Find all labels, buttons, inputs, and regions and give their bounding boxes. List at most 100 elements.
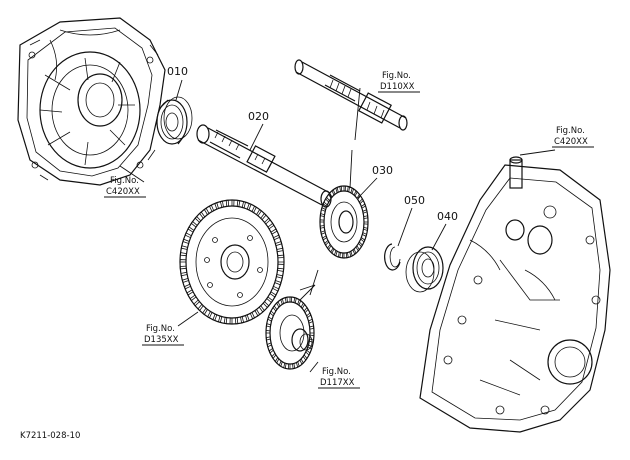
gear-tooth xyxy=(180,245,188,250)
gear-tooth xyxy=(179,259,187,263)
gear-tooth xyxy=(309,338,314,343)
leader-lines xyxy=(119,79,556,373)
fig-ref-label: Fig.No. xyxy=(110,176,139,186)
gear-tooth xyxy=(194,215,202,223)
gear-tooth xyxy=(207,311,213,319)
gear-tooth xyxy=(347,185,351,192)
gear-tooth xyxy=(302,354,308,361)
gear-tooth xyxy=(362,209,368,214)
gear-tooth xyxy=(275,240,283,246)
gear-tooth xyxy=(319,225,325,229)
gear-tooth xyxy=(182,238,190,244)
fig-ref-code: D110XX xyxy=(380,82,415,92)
gear-tooth xyxy=(331,189,336,196)
gear-tooth xyxy=(267,222,275,230)
fig-ref-d135: Fig.No. D135XX xyxy=(142,324,184,346)
fig-ref-label: Fig.No. xyxy=(146,324,175,334)
gear-tooth xyxy=(274,357,280,364)
gear-tooth xyxy=(271,353,277,360)
gear-tooth xyxy=(251,205,257,213)
gear-tooth xyxy=(266,323,271,328)
fig-ref-c420-left: Fig.No. C420XX xyxy=(104,176,146,198)
gear-tooth xyxy=(358,241,363,248)
gear-tooth xyxy=(217,315,223,323)
gear-tooth xyxy=(339,185,343,192)
gear-tooth xyxy=(309,332,315,336)
shaft-020 xyxy=(196,124,332,208)
gear-tooth xyxy=(270,228,278,235)
gear-tooth xyxy=(190,220,198,228)
gear-tooth xyxy=(287,363,291,370)
fig-ref-label: Fig.No. xyxy=(382,71,411,81)
gear-tooth xyxy=(274,280,282,286)
gear-tooth xyxy=(306,312,312,318)
gear-tooth xyxy=(179,265,187,270)
part-number-010: 010 xyxy=(167,65,188,78)
gear-tooth xyxy=(349,250,353,258)
gear-tooth xyxy=(203,207,210,215)
gear-tooth xyxy=(258,305,265,313)
gear-tooth xyxy=(280,298,284,305)
gear-tooth xyxy=(179,252,187,257)
gear-tooth xyxy=(309,325,315,330)
gear-tooth xyxy=(277,267,285,272)
gear-tooth xyxy=(212,313,218,322)
gear-tooth xyxy=(268,348,274,354)
gear-tooth xyxy=(300,302,306,309)
gear-tooth xyxy=(183,283,191,290)
gear-tooth xyxy=(236,199,241,207)
fig-ref-label: Fig.No. xyxy=(322,367,351,377)
gear-tooth xyxy=(278,360,283,367)
gear-tooth xyxy=(363,221,369,225)
fig-ref-d110: Fig.No. D110XX xyxy=(378,71,420,93)
bearing-040 xyxy=(405,246,444,293)
gear-tooth xyxy=(186,289,194,296)
gear-tooth xyxy=(320,207,326,212)
gear-tooth xyxy=(299,358,304,365)
gear-tooth xyxy=(189,294,197,302)
gear-tooth xyxy=(289,296,293,303)
gear-tooth xyxy=(363,227,369,231)
gear-tooth xyxy=(322,235,327,241)
gear-tooth xyxy=(277,261,285,265)
gear-tooth xyxy=(235,317,239,325)
gear-tooth xyxy=(355,245,360,252)
gear-tooth xyxy=(262,301,270,309)
gear-tooth xyxy=(356,193,361,200)
gear-tooth xyxy=(245,314,250,322)
gear-tooth xyxy=(362,232,368,237)
gear-tooth xyxy=(343,185,346,192)
gear-tooth xyxy=(319,213,325,217)
gear-030 xyxy=(319,185,369,259)
fig-ref-code: D117XX xyxy=(320,378,355,388)
gear-tooth xyxy=(296,361,300,368)
gear-tooth xyxy=(266,342,272,348)
gear-tooth xyxy=(303,306,309,313)
gear-tooth xyxy=(265,330,271,334)
upper-shaft-d110 xyxy=(294,59,408,131)
gear-tooth xyxy=(214,202,219,210)
fig-ref-c420-right: Fig.No. C420XX xyxy=(552,126,594,148)
gear-tooth xyxy=(292,363,296,370)
part-number-030: 030 xyxy=(372,164,393,177)
gear-tooth xyxy=(327,244,332,251)
gear-tooth xyxy=(219,200,224,208)
gear-tooth xyxy=(335,186,339,194)
gear-tooth xyxy=(320,230,326,235)
bearing-010 xyxy=(156,96,193,145)
gear-tooth xyxy=(297,299,302,306)
gear-tooth xyxy=(249,312,256,320)
gear-tooth xyxy=(193,299,200,307)
gear-tooth xyxy=(333,250,338,257)
gear-tooth xyxy=(360,237,366,243)
right-transmission-housing xyxy=(419,156,611,433)
gear-tooth xyxy=(231,199,235,207)
gear-tooth xyxy=(266,296,274,304)
gear-tooth xyxy=(308,318,314,324)
gear-tooth xyxy=(229,317,233,325)
gear-tooth xyxy=(307,344,313,350)
gear-tooth xyxy=(241,201,247,209)
gear-tooth xyxy=(184,232,192,239)
gear-tooth xyxy=(225,199,229,207)
